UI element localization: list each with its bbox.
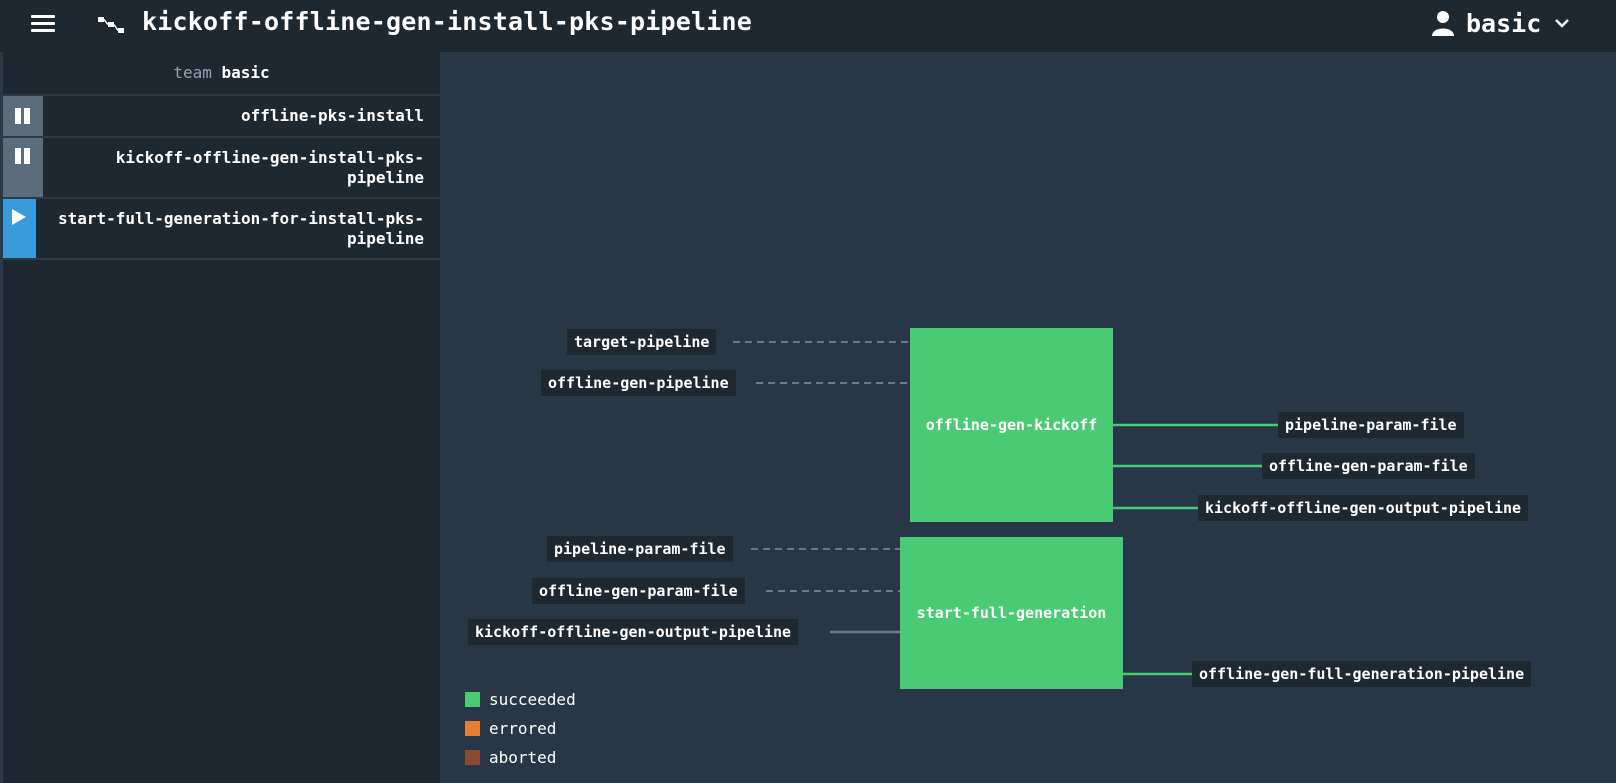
job-start-full-generation[interactable]: start-full-generation <box>900 537 1123 689</box>
resource-pipeline-param-file[interactable]: pipeline-param-file <box>547 536 733 562</box>
legend-swatch <box>465 750 480 765</box>
team-header: team basic <box>3 52 440 96</box>
pipeline-toggle[interactable] <box>3 138 43 197</box>
resource-offline-gen-param-file[interactable]: offline-gen-param-file <box>1262 453 1475 479</box>
chevron-down-icon <box>1555 19 1570 28</box>
resource-target-pipeline[interactable]: target-pipeline <box>567 329 717 355</box>
team-label: team <box>173 63 212 82</box>
user-menu[interactable]: basic <box>1432 7 1570 39</box>
legend-item-aborted: aborted <box>465 748 556 767</box>
sidebar-item-kickoff-offline-gen-install-pks-pipeline[interactable]: kickoff-offline-gen-install-pks-pipeline <box>3 138 440 199</box>
legend-swatch <box>465 721 480 736</box>
hamburger-icon[interactable] <box>31 12 55 36</box>
legend-label: errored <box>489 719 557 738</box>
legend-swatch <box>465 692 480 707</box>
pipeline-toggle[interactable] <box>3 96 43 136</box>
sidebar-item-offline-pks-install[interactable]: offline-pks-install <box>3 96 440 138</box>
graph-edges <box>733 341 1278 676</box>
job-offline-gen-kickoff[interactable]: offline-gen-kickoff <box>910 328 1113 522</box>
play-icon <box>12 209 26 225</box>
top-bar: kickoff-offline-gen-install-pks-pipeline… <box>0 0 1616 52</box>
resource-offline-gen-full-generation-pipeline[interactable]: offline-gen-full-generation-pipeline <box>1192 661 1532 687</box>
resource-offline-gen-param-file[interactable]: offline-gen-param-file <box>532 578 745 604</box>
resource-pipeline-param-file[interactable]: pipeline-param-file <box>1278 412 1464 438</box>
legend-label: aborted <box>489 748 557 767</box>
pause-icon <box>15 108 31 124</box>
pipeline-icon <box>98 17 124 33</box>
pipeline-graph: target-pipeline offline-gen-pipeline off… <box>440 52 1616 783</box>
resource-kickoff-offline-gen-output-pipeline[interactable]: kickoff-offline-gen-output-pipeline <box>1198 495 1529 521</box>
sidebar-item-label[interactable]: start-full-generation-for-install-pks-pi… <box>57 209 424 248</box>
team-name[interactable]: basic <box>221 63 270 82</box>
sidebar-item-start-full-generation-for-install-pks-pipeline[interactable]: start-full-generation-for-install-pks-pi… <box>3 199 440 260</box>
sidebar-item-label[interactable]: kickoff-offline-gen-install-pks-pipeline <box>115 148 424 187</box>
legend-label: succeeded <box>489 690 576 709</box>
user-icon <box>1432 11 1454 36</box>
legend-item-succeeded: succeeded <box>465 690 576 709</box>
legend-item-errored: errored <box>465 719 556 738</box>
resource-offline-gen-pipeline[interactable]: offline-gen-pipeline <box>541 370 736 396</box>
sidebar: team basic offline-pks-install kickoff-o… <box>0 52 440 783</box>
resource-kickoff-offline-gen-output-pipeline[interactable]: kickoff-offline-gen-output-pipeline <box>468 619 799 645</box>
pause-icon <box>15 148 31 164</box>
pipeline-toggle[interactable] <box>3 199 36 258</box>
sidebar-item-label[interactable]: offline-pks-install <box>240 106 424 125</box>
user-name: basic <box>1466 8 1542 38</box>
page-title: kickoff-offline-gen-install-pks-pipeline <box>142 7 753 36</box>
